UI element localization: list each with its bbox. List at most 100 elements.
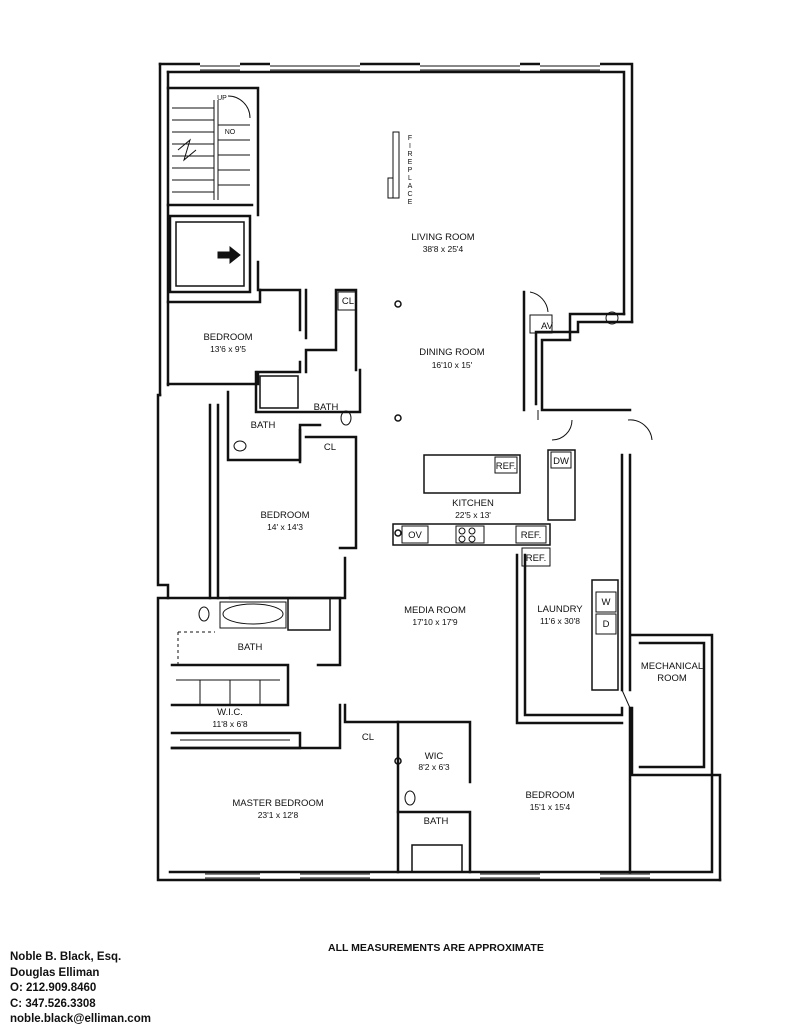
cell-phone[interactable]: C: 347.526.3308: [10, 997, 96, 1010]
stair-wall: [166, 86, 260, 217]
oven: [401, 525, 429, 544]
fridge: [515, 525, 547, 544]
exterior-wall: [166, 70, 626, 316]
interior-wall: [256, 260, 308, 340]
interior-wall: [166, 288, 302, 386]
fireplace: [392, 131, 400, 199]
exterior-wall: [168, 773, 722, 882]
dining-room-dims: 16'10 x 15': [432, 360, 473, 370]
column: [394, 300, 402, 308]
shower: [287, 597, 331, 631]
living-room-dims: 38'8 x 25'4: [423, 244, 464, 254]
dryer-label: D: [603, 619, 610, 630]
bedroom-1-label: BEDROOM: [203, 332, 252, 343]
living-room-label: LIVING ROOM: [411, 232, 474, 243]
interior-wall: [298, 428, 358, 550]
stove-burner: [468, 535, 476, 543]
window: [200, 65, 600, 71]
mechanical-room-label-2: ROOM: [657, 673, 687, 684]
contact-name: Noble B. Black, Esq.: [10, 951, 122, 963]
master-bedroom-label: MASTER BEDROOM: [232, 798, 323, 809]
wic-2-dims: 8'2 x 6'3: [418, 762, 449, 772]
bedroom-2-dims: 14' x 14'3: [267, 522, 303, 532]
column: [394, 529, 402, 537]
av-box: [529, 314, 553, 334]
bedroom-3-label: BEDROOM: [525, 790, 574, 801]
bedroom-2-label: BEDROOM: [260, 510, 309, 521]
interior-wall: [540, 312, 632, 412]
fridge: [521, 547, 551, 567]
interior-wall: [343, 703, 400, 874]
sink: [605, 311, 619, 325]
email-link[interactable]: noble.black@elliman.com: [10, 1013, 151, 1025]
bathtub: [222, 603, 284, 625]
fireplace-letter: L: [408, 175, 412, 182]
window: [205, 873, 650, 879]
fireplace-letter: C: [407, 191, 412, 198]
interior-wall: [396, 720, 472, 784]
mechanical-room-label: MECHANICAL: [641, 661, 703, 672]
bedroom-1-dims: 13'6 x 9'5: [210, 344, 246, 354]
bath-partition: [177, 631, 215, 665]
kitchen-counter: [392, 523, 551, 546]
door-swing: [551, 419, 573, 441]
bedroom-3-dims: 15'1 x 15'4: [530, 802, 571, 812]
washer-label: W: [602, 597, 611, 608]
door-swing: [529, 291, 549, 313]
kitchen-island: [423, 454, 521, 494]
media-room-dims: 17'10 x 17'9: [412, 617, 458, 627]
interior-wall: [620, 453, 632, 874]
column: [394, 414, 402, 422]
laundry-counter: [591, 579, 619, 691]
contact-block: Noble B. Black, Esq. Douglas Elliman O: …: [10, 950, 151, 1028]
exterior-wall: [156, 393, 722, 882]
dishwasher: [550, 451, 572, 469]
company-name: Douglas Elliman: [10, 966, 100, 979]
elevator-wall: [168, 214, 252, 294]
closet-label: CL: [324, 442, 336, 453]
interior-wall: [534, 320, 634, 406]
elevator-arrow-icon: [217, 245, 241, 265]
door-swing: [627, 419, 653, 441]
stove-burner: [468, 527, 476, 535]
interior-wall: [304, 288, 358, 374]
dining-room-label: DINING ROOM: [419, 347, 485, 358]
bath-label: BATH: [424, 816, 449, 827]
fridge: [494, 456, 518, 474]
exterior-wall: [158, 62, 170, 397]
fireplace-letter: F: [408, 135, 412, 142]
laundry-dims: 11'6 x 30'8: [540, 616, 580, 626]
interior-wall: [208, 403, 220, 600]
shower: [411, 844, 463, 873]
door-swing: [621, 689, 631, 709]
closet-box: [337, 291, 357, 311]
washer: [595, 591, 617, 613]
interior-wall: [166, 596, 342, 667]
wic-1-label: W.I.C.: [217, 707, 243, 718]
stove-burner: [458, 535, 466, 543]
toilet: [404, 790, 416, 806]
closet-label: CL: [342, 296, 354, 307]
measurements-note: ALL MEASUREMENTS ARE APPROXIMATE: [328, 942, 544, 954]
stove-burner: [458, 527, 466, 535]
dw-label: DW: [553, 456, 569, 467]
media-room-label: MEDIA ROOM: [404, 605, 466, 616]
fireplace-letter: I: [409, 143, 411, 150]
bath-label: BATH: [251, 420, 276, 431]
ref-label: REF.: [496, 461, 517, 472]
wic-2-label: WIC: [425, 751, 444, 762]
shower: [259, 375, 299, 409]
ref-label: REF.: [521, 530, 542, 541]
fireplace-letter: P: [408, 167, 413, 174]
mechanical-room-wall: [638, 641, 706, 769]
ov-label: OV: [408, 530, 422, 541]
dryer: [595, 613, 617, 635]
fireplace-letter: R: [407, 151, 412, 158]
office-phone[interactable]: O: 212.909.8460: [10, 982, 97, 994]
bath-label: BATH: [314, 402, 339, 413]
closet-label: CL: [362, 732, 374, 743]
fireplace-label: F I R E P L A C E: [407, 135, 412, 206]
ref-label: REF.: [526, 553, 547, 564]
interior-wall: [254, 368, 362, 414]
